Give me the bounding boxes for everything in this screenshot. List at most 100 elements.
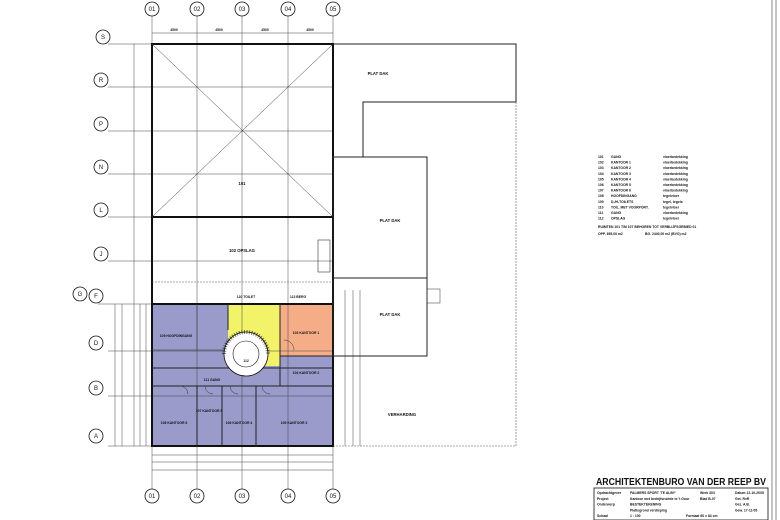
legend-code: 109 [598, 200, 604, 204]
legend-code: 102 [598, 161, 604, 165]
title-label: Onderwerp [597, 503, 615, 507]
title-date: Gew. 17-11-05 [735, 508, 757, 512]
column-label: 01 [149, 7, 156, 13]
row-label: L [99, 208, 103, 214]
legend-finish: tegel, tegels [663, 200, 683, 204]
row-label: A [94, 434, 98, 440]
room-label: 113 BERG [290, 295, 307, 299]
title-date: Get. RvR [735, 497, 750, 501]
row-label: J [100, 252, 103, 258]
title-label: Schaal [597, 514, 608, 518]
legend-name: KANTOOR 5 [611, 183, 631, 187]
room-label: PLAT DAK [380, 218, 401, 223]
title-right: Formaat 60 x 84 cm [686, 514, 717, 518]
column-bubbles: 01 02 03 04 05 01 02 03 04 05 [144, 1, 341, 504]
legend-name: GANG [611, 155, 622, 159]
row-bubbles: S R P N L J G F D B A [72, 29, 111, 444]
title-label: Opdrachtgever [597, 491, 622, 495]
legend-finish: vloerbedekking [663, 155, 688, 159]
legend-code: 111 [598, 211, 603, 215]
legend-finish: vloerbedekking [663, 172, 688, 176]
legend-code: 105 [598, 177, 604, 181]
room-label: 105 KANTOOR 3 [281, 421, 308, 425]
room-label: VERHARDING [388, 412, 416, 417]
column-label: 04 [285, 494, 292, 500]
legend-finish: vloerbedekking [663, 161, 688, 165]
room-labels: 101 102 OPSLAG PLAT DAK PLAT DAK PLAT DA… [160, 71, 416, 425]
column-label: 02 [194, 7, 201, 13]
room-label: 110 TOILET [237, 295, 256, 299]
room-label: 112 [243, 359, 249, 363]
legend-finish: vloerbedekking [663, 166, 688, 170]
room-label: 108 KANTOOR 6 [161, 421, 188, 425]
column-label: 05 [330, 7, 337, 13]
legend-code: 104 [598, 172, 604, 176]
legend-finish: vloerbedekking [663, 211, 688, 215]
title-value: PALMERS SPORT 'TE ALBY' [630, 491, 676, 495]
building-walls [151, 43, 517, 447]
title-date: Datum 12-10-2005 [735, 491, 764, 495]
legend-code: 103 [598, 166, 604, 170]
column-label: 04 [285, 7, 292, 13]
legend-finish: tegelvloer [663, 194, 680, 198]
row-label: D [94, 341, 99, 347]
room-label: 111 GANG [204, 378, 221, 382]
title-value: Plattegrond verdieping [630, 508, 667, 512]
dimension-label: 4500 [170, 28, 178, 32]
room-label: 103 KANTOOR 1 [293, 331, 320, 335]
legend-name: KANTOOR 6 [611, 189, 631, 193]
legend-name: KANTOOR 3 [611, 172, 631, 176]
row-label: N [99, 165, 103, 171]
legend-name: OPSLAG [611, 217, 626, 221]
room-label: 109 HOOFDINGANG [160, 334, 193, 338]
title-right: Werk 303 [700, 491, 715, 495]
row-label: P [99, 122, 103, 128]
dimension-label: 4500 [215, 28, 223, 32]
legend-code: 107 [598, 189, 604, 193]
legend-name: KANTOOR 1 [611, 161, 631, 165]
room-label: 104 KANTOOR 2 [293, 371, 320, 375]
title-value: Kantoor met bedrijfsruimte te 't Goor [630, 497, 690, 501]
column-label: 01 [149, 494, 156, 500]
room-label: 107 KANTOOR 5 [196, 409, 223, 413]
row-label: R [99, 78, 104, 84]
kantoor-1-zone [280, 304, 333, 356]
title-value: 1 : 100 [630, 514, 641, 518]
column-label: 03 [239, 7, 246, 13]
legend-name: TOIL. MET VOORPORT. [611, 205, 649, 209]
legend-name: KANTOOR 4 [611, 177, 631, 181]
legend-name: D-/H-TOILETS [611, 200, 634, 204]
legend-note: OPP. 695,00 m2 [598, 232, 623, 236]
room-label: 106 KANTOOR 4 [226, 421, 253, 425]
legend-code: 106 [598, 183, 604, 187]
legend-name: KANTOOR 2 [611, 166, 631, 170]
column-label: 05 [330, 494, 337, 500]
legend-finish: vloerbedekking [663, 189, 688, 193]
room-label: 102 OPSLAG [229, 248, 255, 253]
legend-code: 108 [598, 194, 604, 198]
row-label: F [94, 294, 98, 300]
room-label: PLAT DAK [368, 71, 389, 76]
column-label: 03 [239, 494, 246, 500]
firm-name: ARCHITEKTENBURO VAN DER REEP BV [596, 477, 766, 488]
legend-finish: tegelvloer [663, 205, 680, 209]
legend-code: 112 [598, 217, 604, 221]
legend-finish: tegelvloer [663, 217, 680, 221]
legend-finish: vloerbedekking [663, 177, 688, 181]
title-right: Blad B-07 [700, 497, 716, 501]
column-label: 02 [194, 494, 201, 500]
legend-name: HOOFDINGANG [611, 194, 637, 198]
legend-finish: vloerbedekking [663, 183, 688, 187]
row-label: S [101, 35, 105, 41]
legend-code: 101 [598, 155, 604, 159]
room-label: PLAT DAK [380, 312, 401, 317]
title-label: Project [597, 497, 609, 501]
title-date: Gez. A.B. [735, 503, 750, 507]
row-label: B [94, 386, 98, 392]
legend-note: RUIMTEN 101 T/M 107 BEHOREN TOT VERBLIJF… [598, 225, 696, 229]
dimension-label: 4500 [306, 28, 314, 32]
legend-note: BG. 2440,00 m2 (BVO) m2 [645, 232, 687, 236]
legend-name: GANG [611, 211, 622, 215]
